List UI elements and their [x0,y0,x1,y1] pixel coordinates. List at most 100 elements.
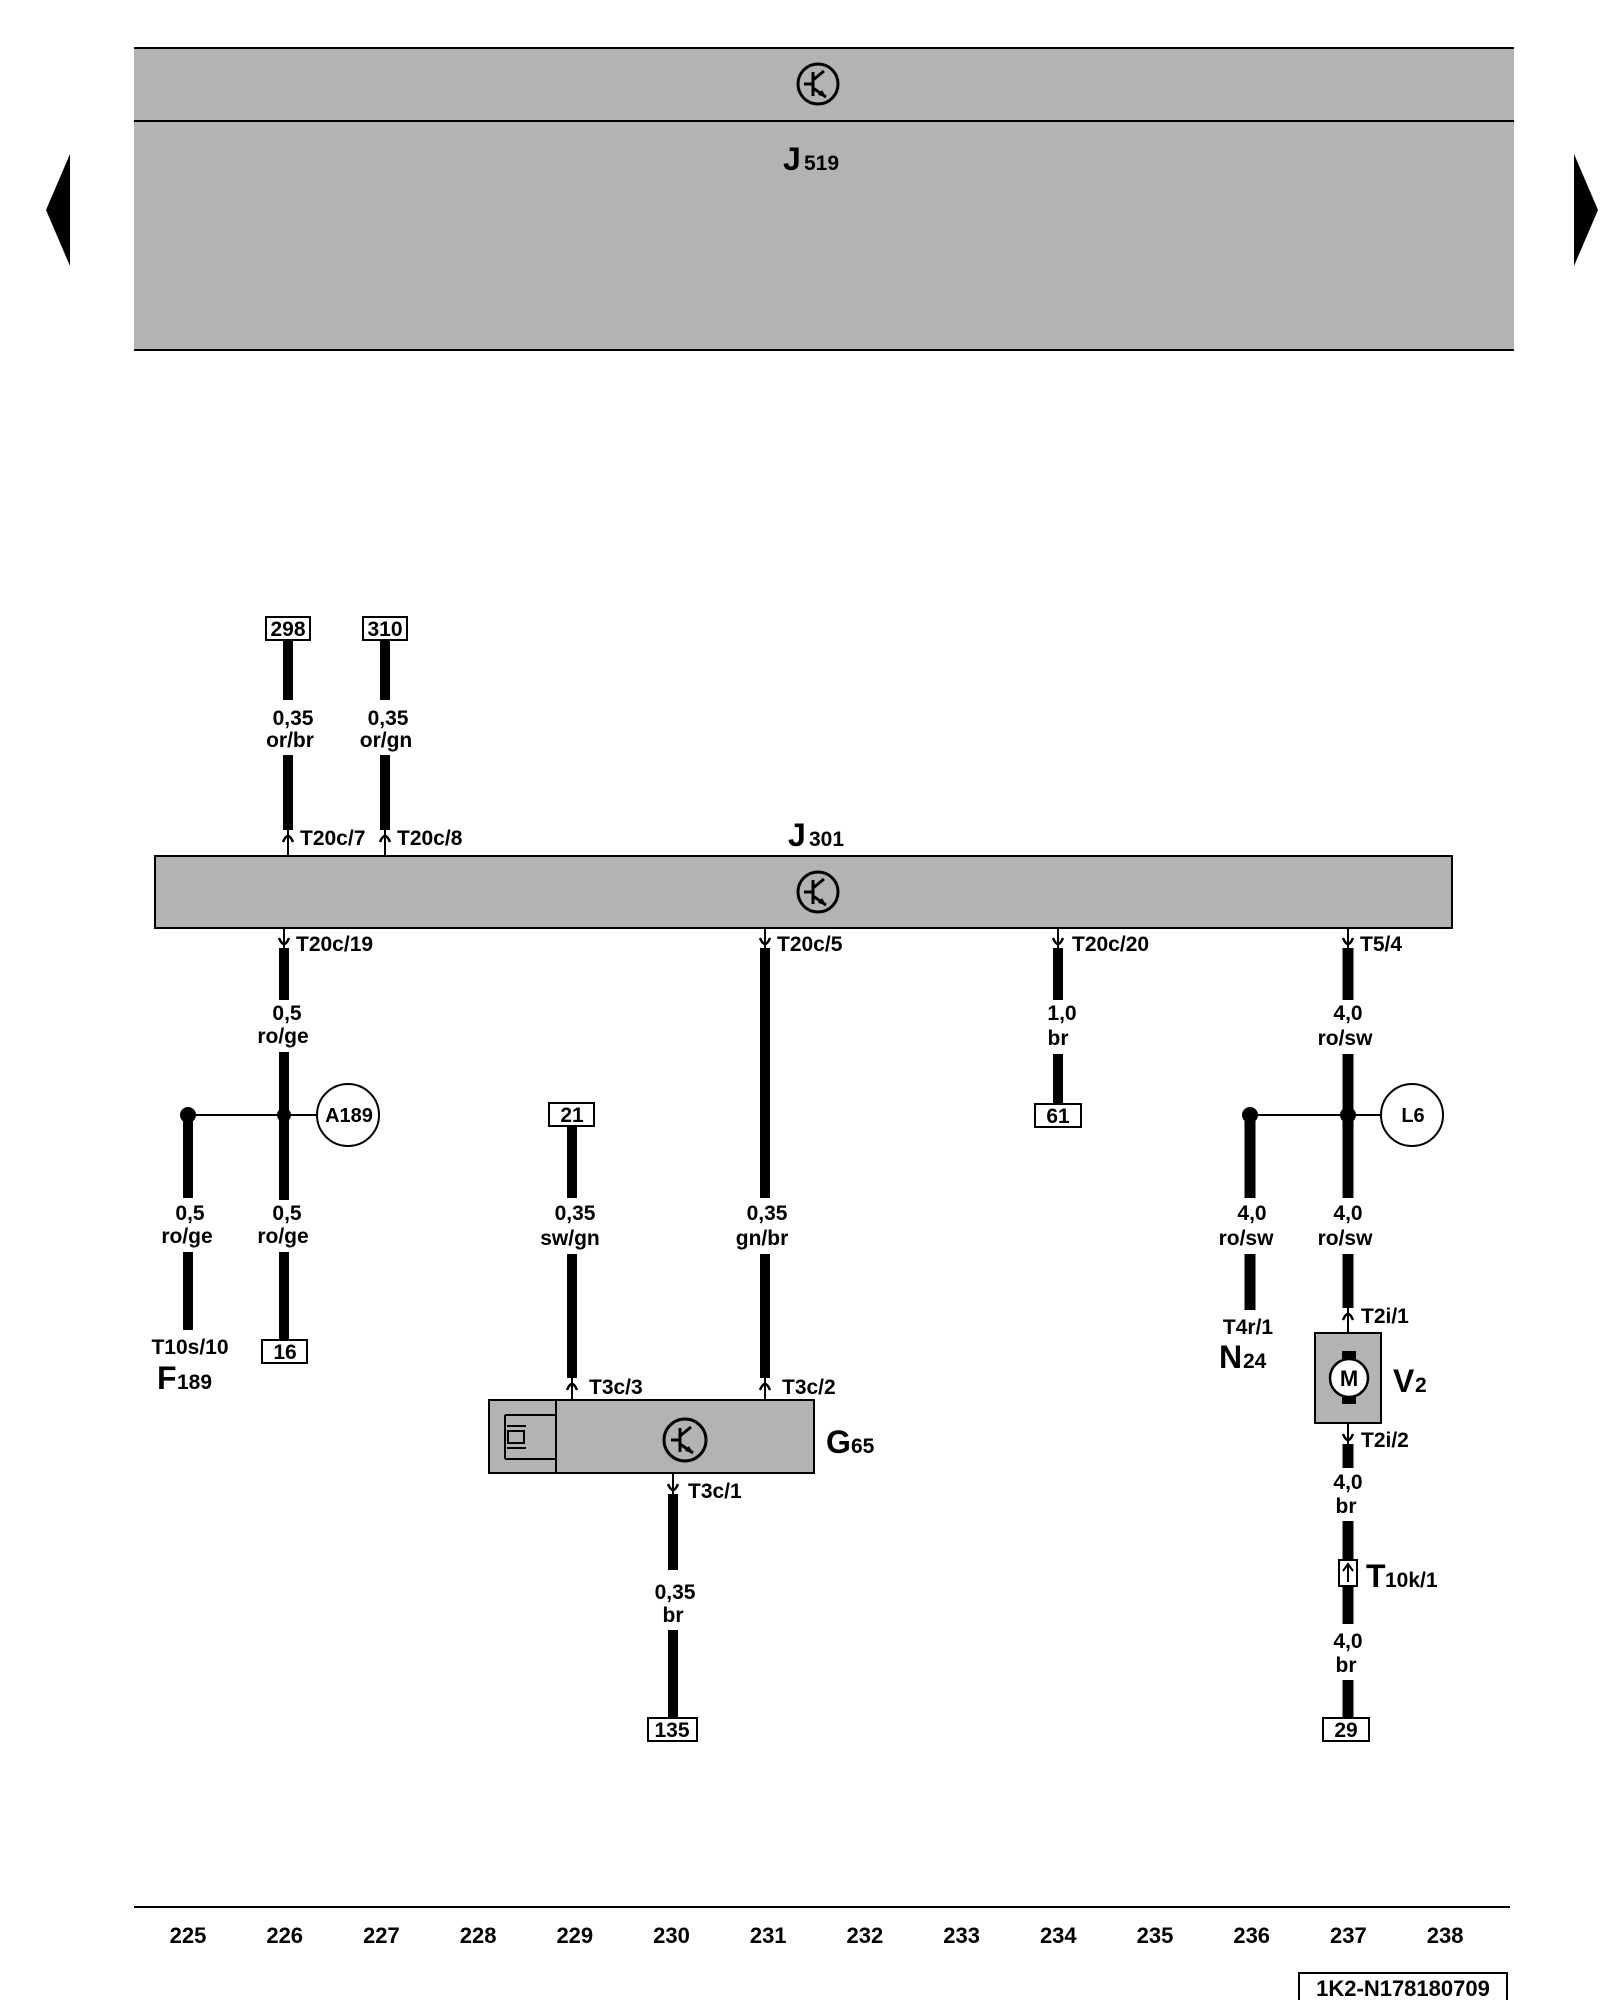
wire-color: ro/ge [161,1225,212,1248]
main-unit-sub: 301 [809,828,844,851]
wire-color: or/gn [360,729,413,752]
column-number: 238 [1427,1923,1464,1948]
connector-l6: L6 [1401,1105,1424,1127]
motor-icon: M [1328,1357,1370,1399]
wire-size: 4,0 [1333,1471,1362,1494]
component-f189-name: F [157,1360,177,1396]
ref-16: 16 [273,1341,296,1364]
wire-color: br [1048,1027,1069,1050]
wire-color: gn/br [736,1227,789,1250]
top-control-unit: J 519 [134,47,1514,351]
pin-label: T20c/8 [397,827,463,850]
component-g65-sub: 65 [851,1435,875,1458]
component-v2-name: V [1393,1363,1415,1399]
wire-size: 0,35 [368,707,409,730]
wire-t5-4: T5/4 4,0 ro/sw L6 4,0 ro/sw T4r/1 N 24 4… [1219,928,1444,1375]
column-number: 234 [1040,1923,1077,1948]
column-numbers: 225 226 227 228 229 230 231 232 233 234 235 236 237 2… [170,1923,1464,1948]
triangle-right-icon[interactable] [1574,154,1598,266]
component-t10k-sub: 10k/1 [1385,1569,1438,1592]
main-unit-name: J [788,817,806,853]
ref-298: 298 [270,618,305,641]
column-number: 235 [1137,1923,1174,1948]
motor-symbol: M [1340,1366,1358,1391]
wire-t20c-19: T20c/19 0,5 ro/ge A189 0,5 ro/ge T10s/10… [151,928,380,1396]
wire-color: br [1336,1654,1357,1677]
wire-size: 4,0 [1333,1630,1362,1653]
wire-t20c-20: T20c/20 1,0 br 61 [1034,928,1149,1128]
wire-135: T3c/1 0,35 br 135 [647,1473,742,1742]
wire-size: 4,0 [1333,1202,1362,1225]
pin-label: T5/4 [1360,933,1402,956]
wire-size: 0,35 [747,1202,788,1225]
document-id-box: 1K2-N178180709 [1298,1972,1508,2000]
ref-61: 61 [1046,1105,1070,1128]
column-number: 227 [363,1923,400,1948]
component-n24-pin: T4r/1 [1223,1316,1274,1339]
wire-color: ro/sw [1318,1027,1374,1050]
ref-310: 310 [367,618,402,641]
wire-t20c-5: T20c/5 0,35 gn/br T3c/2 [736,928,843,1400]
wire-size: 0,5 [272,1202,302,1225]
triangle-left-icon[interactable] [46,154,70,266]
component-n24-sub: 24 [1243,1350,1267,1373]
component-f189-pin: T10s/10 [151,1336,228,1359]
column-number: 237 [1330,1923,1367,1948]
wire-298: 298 0,35 or/br T20c/7 [265,616,365,856]
column-number: 228 [460,1923,497,1948]
wire-size: 0,5 [272,1002,302,1025]
column-number: 229 [556,1923,593,1948]
pin-label: T2i/1 [1361,1305,1409,1328]
ref-135: 135 [654,1719,689,1742]
wire-color: ro/sw [1219,1227,1275,1250]
transistor-symbol-icon [662,1417,708,1463]
top-unit-name: J [783,141,801,177]
transistor-symbol-icon [796,62,840,106]
wire-color: sw/gn [540,1227,600,1250]
column-number: 232 [847,1923,884,1948]
ref-29: 29 [1334,1719,1357,1742]
wire-size: 0,35 [655,1581,696,1604]
crystal-symbol-icon [504,1414,556,1460]
column-number: 226 [266,1923,303,1948]
wire-size: 0,35 [273,707,314,730]
wire-size: 4,0 [1237,1202,1266,1225]
wire-size: 0,35 [555,1202,596,1225]
wire-color: br [1336,1495,1357,1518]
pin-label: T20c/20 [1072,933,1149,956]
wire-size: 1,0 [1047,1002,1076,1025]
document-id: 1K2-N178180709 [1316,1976,1490,2000]
wire-29: T2i/2 4,0 br T 10k/1 4,0 br 29 [1322,1423,1438,1742]
pin-label: T20c/5 [777,933,843,956]
component-t10k-name: T [1366,1558,1386,1594]
pin-label: T3c/3 [589,1376,643,1399]
column-number: 225 [170,1923,207,1948]
wire-color: br [663,1604,684,1627]
connector-a189: A189 [325,1105,373,1127]
plug-connector-icon [1338,1559,1358,1587]
column-number: 230 [653,1923,690,1948]
component-g65: G 65 [488,1399,875,1474]
transistor-symbol-icon [796,870,840,914]
column-number: 233 [943,1923,980,1948]
wire-21: 21 0,35 sw/gn T3c/3 [540,1102,643,1400]
pin-label: T2i/2 [1361,1429,1409,1452]
main-control-unit: J 301 [154,817,1453,929]
component-n24-name: N [1219,1339,1242,1375]
component-f189-sub: 189 [177,1371,212,1394]
column-number: 231 [750,1923,787,1948]
wire-310: 310 0,35 or/gn T20c/8 [360,616,463,856]
wire-color: ro/ge [257,1225,308,1248]
component-v2-sub: 2 [1415,1374,1427,1397]
top-unit-sub: 519 [804,152,839,175]
wire-color: ro/sw [1318,1227,1374,1250]
wire-color: ro/ge [257,1025,308,1048]
ref-21: 21 [560,1104,584,1127]
wire-color: or/br [266,729,314,752]
column-number: 236 [1233,1923,1270,1948]
pin-label: T3c/2 [782,1376,836,1399]
component-v2: M V 2 [1314,1332,1427,1424]
wire-size: 0,5 [175,1202,205,1225]
pin-label: T20c/7 [300,827,365,850]
